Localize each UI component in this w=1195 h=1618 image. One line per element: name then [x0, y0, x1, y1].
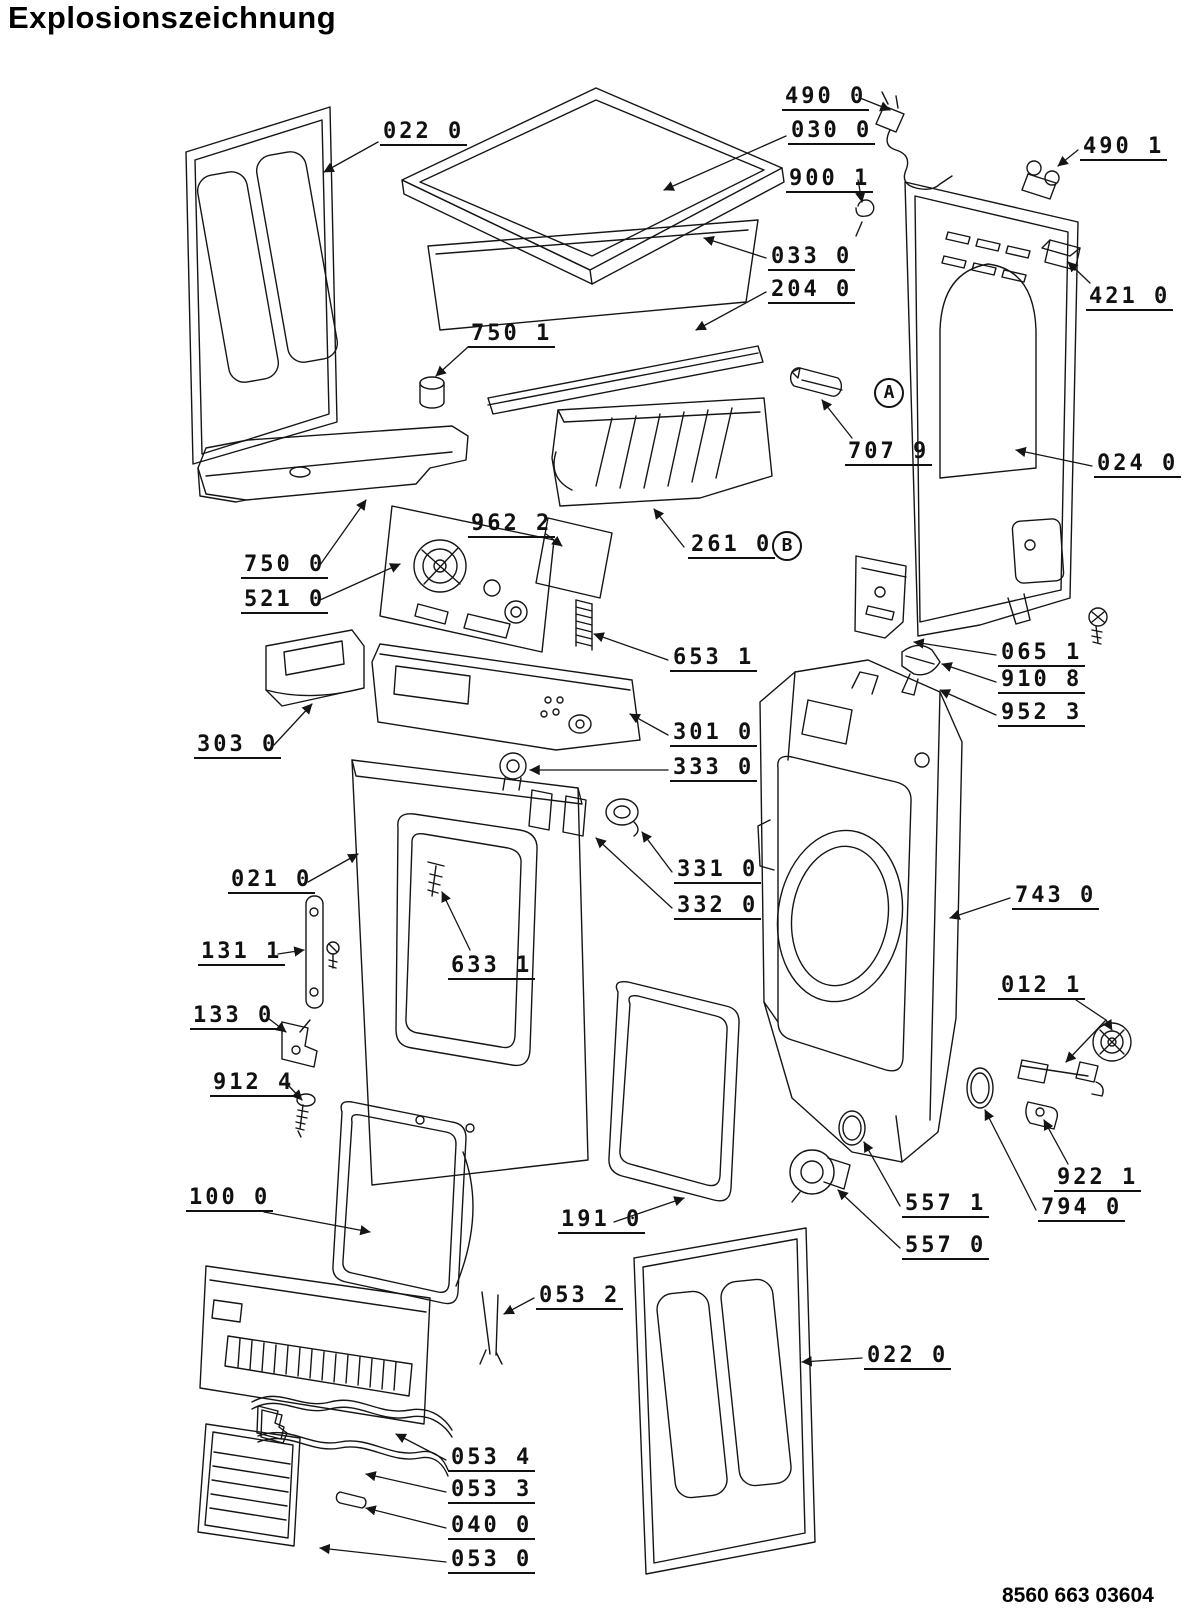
part-label-962-2: 962 2 [468, 512, 556, 539]
spring [575, 599, 593, 651]
part-label-794-0: 794 0 [1038, 1196, 1126, 1223]
part-label-301-0: 301 0 [670, 721, 758, 748]
part-label-952-3: 952 3 [998, 701, 1086, 728]
latch [281, 1019, 318, 1068]
handle-part [789, 367, 843, 397]
part-label-012-1: 012 1 [998, 974, 1086, 1001]
buttons [528, 789, 639, 837]
document-number: 8560 663 03604 [1002, 1584, 1154, 1607]
damper-cylinder [419, 376, 445, 409]
cord-connector [1021, 160, 1060, 200]
part-label-490-0: 490 0 [782, 85, 870, 112]
part-label-040-0: 040 0 [448, 1514, 536, 1541]
drawer-front [265, 629, 365, 707]
part-label-131-1: 131 1 [198, 940, 286, 967]
part-label-707-9: 707 9 [845, 440, 933, 467]
pump [789, 1149, 851, 1203]
part-label-circle-B: B [772, 531, 802, 561]
top-cover-sheet [427, 219, 759, 331]
door-assembly [332, 1101, 474, 1305]
control-board [379, 505, 555, 653]
program-knob [499, 752, 527, 791]
part-label-022-0-bottom: 022 0 [864, 1344, 952, 1371]
page-title: Explosionszeichnung [8, 0, 337, 35]
part-label-750-0: 750 0 [241, 553, 329, 580]
part-label-261-0: 261 0 [688, 533, 776, 560]
top-lid [401, 87, 785, 285]
part-label-922-1: 922 1 [1054, 1166, 1142, 1193]
part-label-900-1: 900 1 [786, 167, 874, 194]
part-label-204-0: 204 0 [768, 278, 856, 305]
leader-lines [263, 97, 1113, 1563]
cross-rail [487, 345, 764, 415]
part-label-133-0: 133 0 [190, 1004, 278, 1031]
part-label-100-0: 100 0 [186, 1186, 274, 1213]
part-label-022-0-top: 022 0 [380, 120, 468, 147]
part-label-557-1: 557 1 [902, 1192, 990, 1219]
part-label-331-0: 331 0 [674, 858, 762, 885]
front-crossmember [197, 425, 469, 503]
part-label-653-1: 653 1 [670, 646, 758, 673]
right-side-panel [633, 1227, 816, 1575]
tub-assembly [757, 659, 963, 1163]
part-label-circle-A: A [874, 378, 904, 408]
detergent-housing [551, 397, 773, 507]
board-cover [535, 517, 613, 599]
seal-ring-794 [966, 1067, 994, 1109]
console-panel [371, 643, 641, 751]
left-side-panel [185, 106, 339, 465]
part-label-521-0: 521 0 [241, 588, 329, 615]
power-cord [875, 91, 953, 191]
part-label-303-0: 303 0 [194, 733, 282, 760]
front-panel [351, 759, 589, 1186]
part-label-750-1: 750 1 [468, 322, 556, 349]
part-label-053-0: 053 0 [448, 1548, 536, 1575]
funnel-part [901, 607, 1108, 696]
screw [295, 1093, 316, 1138]
bracket-plate [854, 555, 907, 639]
part-label-191-0: 191 0 [558, 1208, 646, 1235]
part-label-743-0: 743 0 [1012, 884, 1100, 911]
clip [1025, 1101, 1059, 1130]
part-label-030-0: 030 0 [788, 119, 876, 146]
hinge [305, 895, 340, 1009]
seal-ring-557-1 [838, 1110, 866, 1146]
part-label-333-0: 333 0 [670, 756, 758, 783]
part-label-332-0: 332 0 [674, 894, 762, 921]
part-label-910-8: 910 8 [998, 668, 1086, 695]
part-label-912-4: 912 4 [210, 1071, 298, 1098]
part-label-421-0: 421 0 [1086, 285, 1174, 312]
part-label-633-1: 633 1 [448, 954, 536, 981]
part-label-490-1: 490 1 [1080, 135, 1168, 162]
part-label-024-0: 024 0 [1094, 452, 1182, 479]
part-label-053-2: 053 2 [536, 1284, 624, 1311]
rear-panel [904, 181, 1079, 637]
door-seal [608, 981, 740, 1202]
part-label-021-0: 021 0 [228, 868, 316, 895]
part-label-033-0: 033 0 [768, 245, 856, 272]
lower-front-panel [199, 1265, 431, 1425]
part-label-053-3: 053 3 [448, 1478, 536, 1505]
part-label-053-4: 053 4 [448, 1446, 536, 1473]
part-label-065-1: 065 1 [998, 641, 1086, 668]
part-label-557-0: 557 0 [902, 1234, 990, 1261]
